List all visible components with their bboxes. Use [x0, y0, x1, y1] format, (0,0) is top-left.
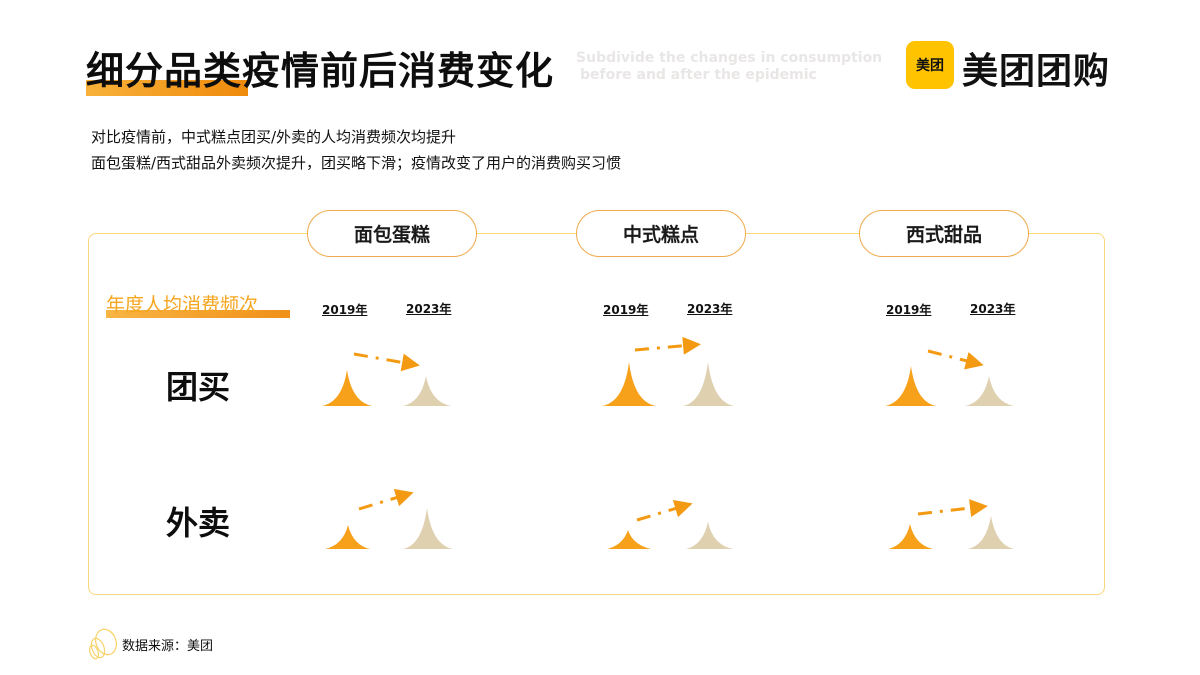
year-label-2019: 2019年 [603, 303, 649, 317]
year-label-2019: 2019年 [886, 303, 932, 317]
trend-arrow [634, 336, 701, 355]
peak-2023 [686, 522, 733, 549]
year-label-2023: 2023年 [687, 302, 733, 316]
western-dessert-delivery [888, 499, 1014, 549]
year-label-2023: 2023年 [406, 302, 452, 316]
swirl-decoration-icon [88, 628, 117, 660]
meituan-groupbuy-logo-text: 美团团购 [962, 51, 1111, 92]
logo-badge-text: 美团 [916, 58, 944, 74]
metric-label: 年度人均消费频次 [106, 294, 259, 316]
title-underline-bar [86, 80, 248, 96]
subtitle-line-2: before and after the epidemic [580, 67, 817, 83]
page-subtitle: Subdivide the changes in consumption bef… [576, 50, 882, 84]
data-source: 数据来源：美团 [86, 626, 213, 662]
bread-cake-delivery [325, 489, 453, 549]
meituan-logo-badge: 美团 [906, 41, 954, 89]
peak-2023 [968, 516, 1014, 549]
chinese-pastry-group-buy [602, 336, 734, 406]
trend-arrow [636, 499, 693, 522]
peak-2019 [888, 524, 933, 549]
trend-arrow [358, 489, 414, 511]
row-label-group-buy: 团买 [166, 368, 231, 406]
category-pill-chinese-pastry: 中式糕点 [576, 210, 746, 257]
category-pill-western-dessert: 西式甜品 [859, 210, 1029, 257]
trend-arrow [353, 352, 420, 372]
year-label-2019: 2019年 [322, 303, 368, 317]
peak-2019 [602, 362, 656, 406]
bread-cake-group-buy [322, 352, 451, 406]
description-line-1: 对比疫情前，中式糕点团买/外卖的人均消费频次均提升 [91, 128, 457, 146]
chinese-pastry-delivery [607, 499, 733, 549]
description: 对比疫情前，中式糕点团买/外卖的人均消费频次均提升 面包蛋糕/西式甜品外卖频次提… [91, 124, 621, 176]
row-label-delivery: 外卖 [166, 504, 231, 542]
trend-arrow [927, 349, 984, 370]
peak-2019 [607, 530, 651, 549]
data-source-text: 数据来源：美团 [122, 638, 214, 654]
page-title: 细分品类疫情前后消费变化 [86, 49, 555, 93]
peak-2019 [322, 370, 372, 406]
metric-label-highlight [106, 310, 290, 318]
peak-2023 [965, 376, 1014, 406]
year-label-2023: 2023年 [970, 302, 1016, 316]
peak-2019 [325, 525, 370, 549]
description-line-2: 面包蛋糕/西式甜品外卖频次提升，团买略下滑；疫情改变了用户的消费购买习惯 [91, 154, 622, 172]
peak-2023 [403, 508, 453, 549]
subtitle-line-1: Subdivide the changes in consumption [576, 50, 883, 66]
trend-arrow [917, 499, 988, 517]
peak-2023 [683, 362, 734, 406]
category-pill-bread-cake: 面包蛋糕 [307, 210, 477, 257]
western-dessert-group-buy [885, 349, 1014, 406]
peak-2019 [885, 366, 936, 406]
peak-2023 [403, 376, 451, 406]
